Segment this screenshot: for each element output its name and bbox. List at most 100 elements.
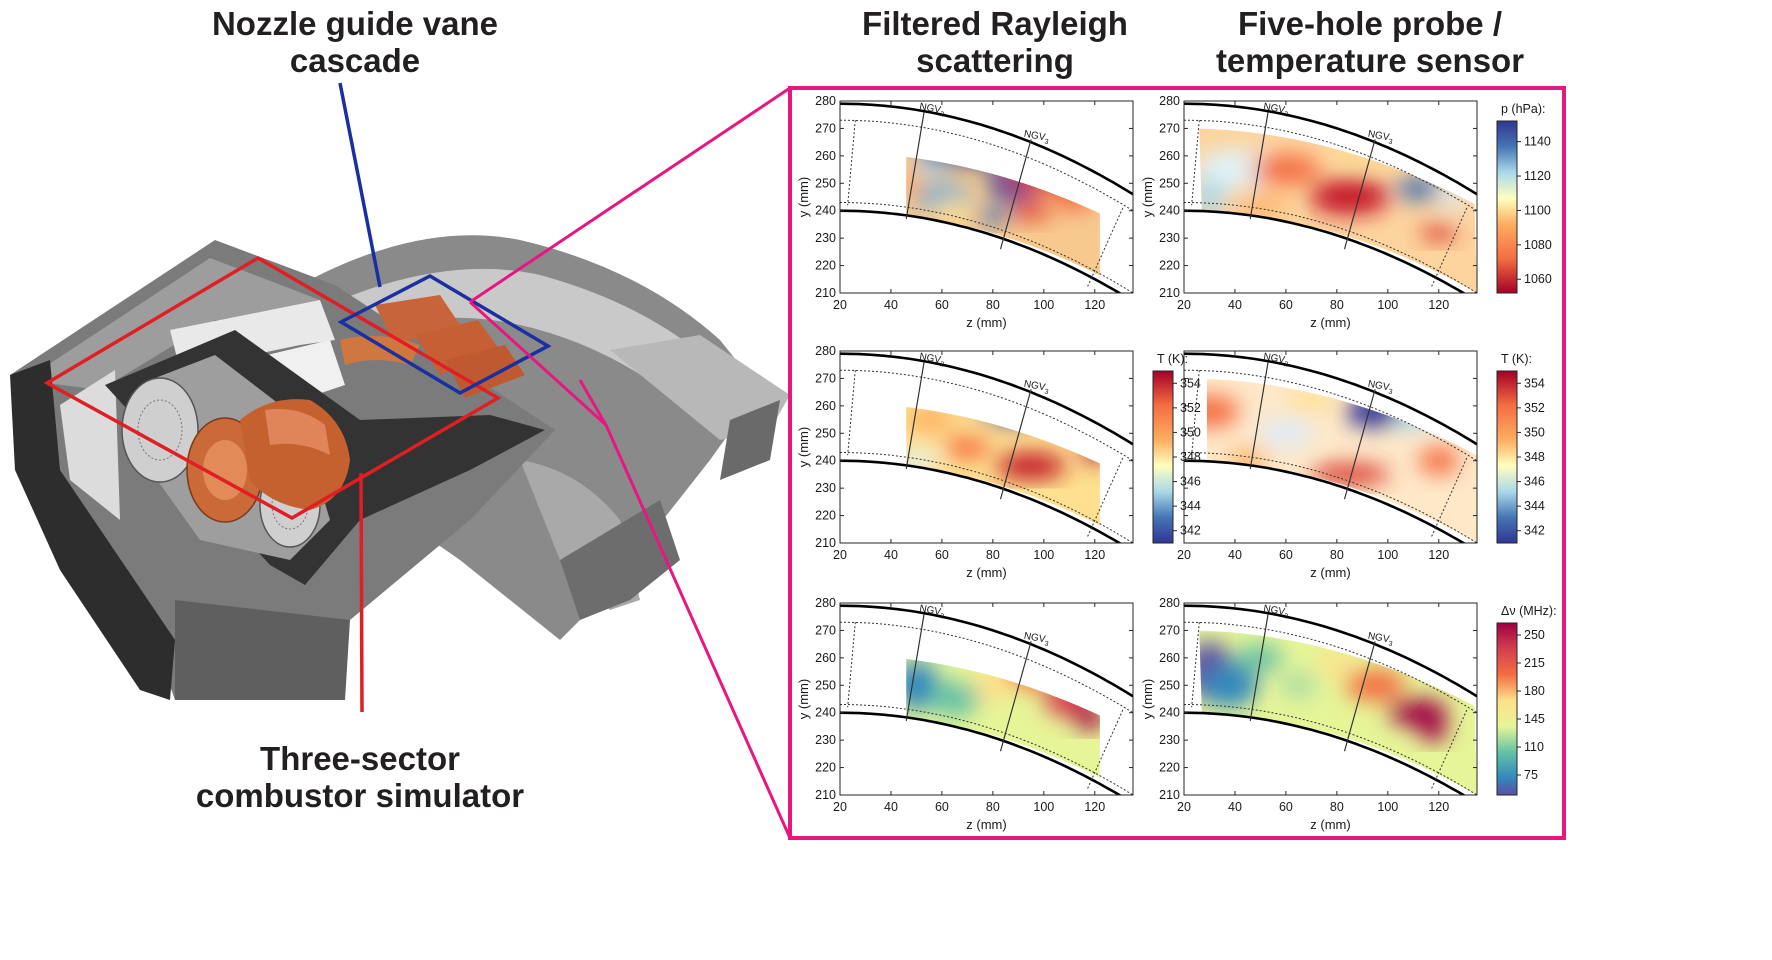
y-tick-label: 270 (1159, 623, 1180, 637)
field-base (906, 157, 1100, 276)
x-axis-label: z (mm) (966, 315, 1006, 330)
vane-label-ngv3-sub: 3 (1044, 640, 1049, 648)
measurement-boundary-left (1191, 120, 1200, 206)
field-blob (1235, 195, 1286, 216)
side-bracket (610, 335, 790, 440)
vane-trace-ngv3 (1343, 139, 1376, 250)
contour-field (1199, 630, 1477, 795)
vane-label-ngv2-sub: 2 (1283, 111, 1288, 119)
contour-field (1206, 378, 1477, 543)
colorbar-tick-label: 1140 (1524, 135, 1551, 149)
y-tick-label: 250 (1159, 176, 1180, 190)
x-tick-label: 40 (1228, 800, 1242, 814)
vane-trace-ngv2 (905, 361, 925, 470)
y-tick-label: 230 (815, 231, 836, 245)
measurement-boundary-top (1184, 369, 1477, 462)
housing-top (25, 258, 330, 390)
field-blob (1345, 669, 1406, 702)
vane-trace-ngv2 (905, 111, 925, 220)
field-blob (1074, 706, 1100, 731)
colorbar-tick-label: 110 (1524, 740, 1544, 754)
contour-field (906, 659, 1100, 778)
x-tick-label: 20 (833, 800, 847, 814)
y-tick-label: 260 (815, 399, 836, 413)
inner-casing-line (1184, 711, 1466, 795)
field-blob (974, 208, 1011, 225)
inner-casing-line (840, 209, 1122, 293)
colorbar-tick-label: 250 (1524, 628, 1545, 642)
y-tick-label: 210 (815, 286, 836, 300)
vane-label-ngv2-sub: 2 (939, 111, 944, 119)
vane-label-ngv3-sub: 3 (1388, 640, 1393, 648)
y-tick-label: 270 (815, 371, 836, 385)
vane-label-ngv2-sub: 2 (939, 613, 944, 621)
combustor-line1: Three-sector (260, 740, 460, 777)
outer-casing-line (1184, 604, 1477, 698)
inner-casing-line (1184, 459, 1466, 543)
x-tick-label: 100 (1033, 298, 1054, 312)
field-blob (1054, 183, 1095, 211)
colorbar-tick-label: 352 (1180, 401, 1201, 415)
y-tick-label: 260 (815, 651, 836, 665)
y-tick-label: 280 (815, 94, 836, 108)
field-blob (965, 407, 1046, 424)
x-axis-label: z (mm) (1310, 315, 1350, 330)
combustor-outline (43, 255, 502, 521)
x-tick-label: 100 (1377, 800, 1398, 814)
measurement-boundary-right (1086, 709, 1124, 790)
field-blob (906, 450, 939, 471)
x-tick-label: 20 (833, 548, 847, 562)
x-tick-label: 20 (1177, 548, 1191, 562)
frs-header-line2: scattering (916, 42, 1074, 79)
vane-label-ngv3-sub: 3 (1388, 138, 1393, 146)
y-tick-label: 250 (815, 426, 836, 440)
x-tick-label: 80 (1330, 298, 1344, 312)
colorbar-tick-label: 1080 (1524, 238, 1552, 252)
annulus-lines (840, 352, 1133, 543)
y-axis-label: y (mm) (1140, 679, 1155, 719)
y-tick-label: 250 (815, 176, 836, 190)
field-blob (945, 435, 990, 459)
combustor-rig-illustration (10, 235, 790, 700)
annulus-lines (840, 604, 1133, 795)
vane-label-ngv2-sub: 2 (939, 361, 944, 369)
probe-column-header: Five-hole probe / temperature sensor (1205, 5, 1535, 79)
measurement-boundary-right (1430, 207, 1468, 288)
probe-header-line2: temperature sensor (1215, 42, 1525, 79)
field-blob (1229, 448, 1266, 473)
measurement-boundary-right (1086, 457, 1124, 538)
field-blob (996, 452, 1067, 481)
field-blob (1280, 671, 1317, 700)
colorbar-tick-label: 350 (1180, 425, 1201, 439)
annulus-lines (1184, 352, 1477, 543)
frs-column-header: Filtered Rayleigh scattering (840, 5, 1150, 79)
x-tick-label: 100 (1377, 298, 1398, 312)
x-tick-label: 80 (1330, 800, 1344, 814)
field-blob (972, 669, 1013, 702)
x-tick-label: 100 (1033, 800, 1054, 814)
y-tick-label: 230 (1159, 733, 1180, 747)
colorbar-tick-label: 1120 (1524, 169, 1551, 183)
field-blob (1199, 177, 1225, 217)
colorbar-tick-label: 145 (1524, 712, 1545, 726)
colorbar-label: p (hPa): (1501, 102, 1545, 116)
combustor-label: Three-sector combustor simulator (180, 740, 540, 814)
x-tick-label: 120 (1428, 800, 1449, 814)
y-tick-label: 220 (1159, 259, 1180, 273)
y-tick-label: 260 (1159, 651, 1180, 665)
y-tick-label: 250 (815, 678, 836, 692)
measurement-boundary-top (840, 621, 1133, 714)
y-tick-label: 210 (1159, 286, 1180, 300)
field-blob (906, 169, 924, 198)
vane-trace-ngv3 (999, 389, 1032, 500)
inner-casing-line (840, 711, 1122, 795)
field-blob (1084, 429, 1100, 465)
colorbar-tick-label: 354 (1524, 376, 1545, 390)
ngv-outline (337, 273, 552, 396)
mount-block (560, 500, 680, 620)
